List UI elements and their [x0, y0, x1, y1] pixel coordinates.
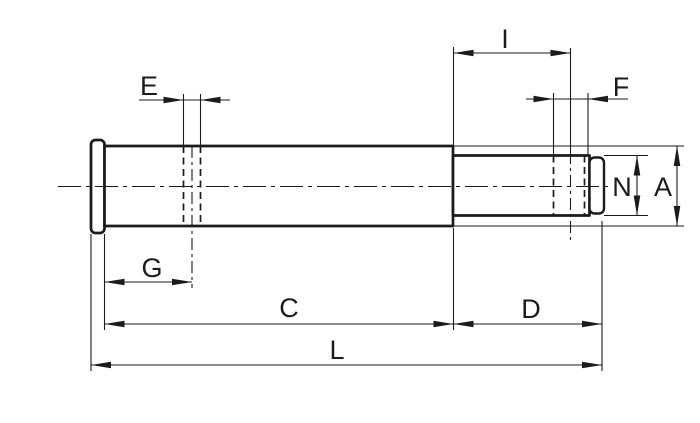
- arrowhead: [588, 95, 608, 103]
- arrowhead: [433, 320, 454, 328]
- arrowhead: [582, 361, 602, 369]
- extension-lines: [90, 47, 684, 371]
- dim-label-c: C: [279, 293, 299, 323]
- dimension-i: I: [453, 24, 571, 57]
- shaft-end-chamfer: [588, 156, 606, 215]
- dimension-l: L: [91, 335, 602, 369]
- dimension-e: E: [139, 71, 230, 104]
- dimension-f: F: [526, 72, 630, 103]
- arrowhead: [533, 95, 554, 103]
- arrowhead: [104, 278, 125, 286]
- dimension-d: D: [453, 294, 602, 328]
- dim-label-e: E: [140, 71, 158, 101]
- dimension-n: N: [612, 155, 641, 216]
- dim-label-d: D: [521, 294, 541, 324]
- arrowhead: [104, 320, 125, 328]
- dim-label-g: G: [141, 253, 162, 283]
- arrowhead: [200, 96, 221, 104]
- cross-hole-right: [552, 155, 586, 216]
- arrowhead: [633, 195, 641, 216]
- dimension-c: C: [104, 293, 454, 328]
- arrowhead: [453, 49, 474, 57]
- arrowhead: [172, 278, 192, 286]
- arrowhead: [453, 320, 474, 328]
- dimension-g: G: [104, 253, 192, 286]
- arrowhead: [91, 361, 111, 369]
- shaft-small-diameter: [451, 154, 591, 217]
- dim-label-f: F: [613, 72, 630, 102]
- arrowhead: [673, 206, 681, 226]
- arrowhead: [163, 96, 184, 104]
- arrowhead: [550, 49, 571, 57]
- dim-label-i: I: [501, 24, 509, 54]
- center-lines: [58, 48, 608, 288]
- dim-label-n: N: [612, 172, 632, 202]
- dim-label-a: A: [654, 172, 672, 202]
- dim-label-l: L: [329, 335, 344, 365]
- arrowhead: [673, 146, 681, 166]
- arrowhead: [582, 320, 602, 328]
- dimension-a: A: [654, 146, 681, 226]
- arrowhead: [633, 155, 641, 176]
